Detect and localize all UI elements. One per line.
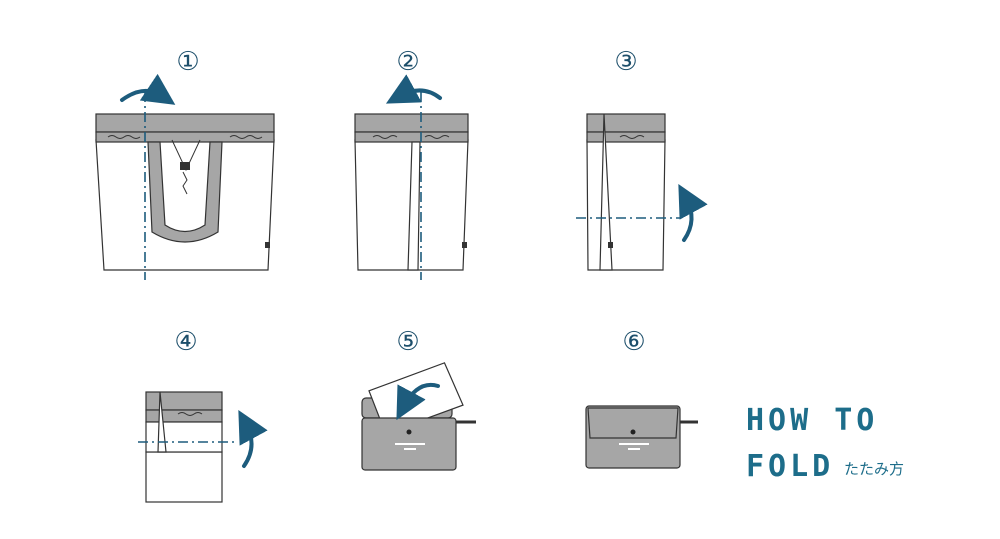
title-line-1: HOW TO — [746, 403, 878, 438]
step-6-pouch — [585, 405, 698, 469]
step-3-fold-arrow — [678, 183, 708, 242]
step-2-fold-arrow — [385, 74, 442, 104]
step-3-number: ③ — [614, 47, 637, 77]
step-1-fold-arrow — [120, 73, 176, 105]
step-2-bag — [354, 113, 469, 271]
step-5-fold-arrow — [396, 383, 440, 421]
title-line-2: FOLD — [746, 449, 834, 484]
title-subtitle: たたみ方 — [844, 460, 904, 478]
step-5-number: ⑤ — [396, 327, 419, 357]
step-4-bag — [145, 391, 223, 503]
step-2-number: ② — [396, 47, 419, 77]
step-5-pouch — [361, 362, 476, 471]
step-3-bag — [586, 113, 666, 271]
step-1-number: ① — [176, 47, 199, 77]
step-4-fold-arrow — [238, 409, 268, 468]
step-4-number: ④ — [174, 327, 197, 357]
step-1-bag — [95, 113, 275, 271]
step-6-number: ⑥ — [622, 327, 645, 357]
